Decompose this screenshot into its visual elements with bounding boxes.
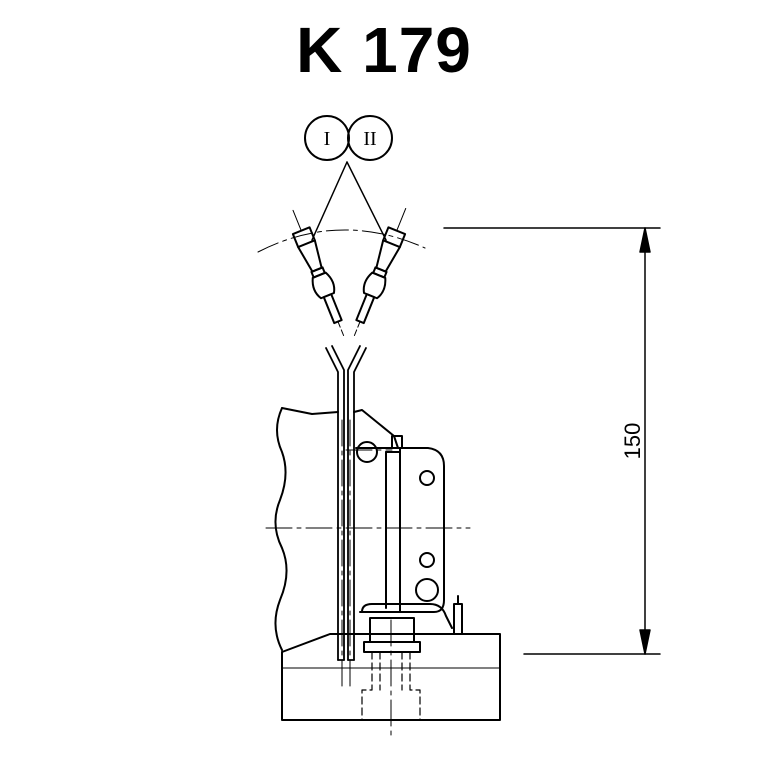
marker-circle-ii [347,115,393,161]
arrow-bottom [639,629,651,655]
mounting-bracket [355,435,445,613]
sensor-cables [325,345,367,661]
position-markers [304,115,393,161]
marker-label-i: I [324,128,331,150]
left-sensor-probe [291,209,345,338]
locating-pin [453,595,463,635]
arrow-top [639,227,651,253]
tip-arc [257,229,426,253]
t-slot [361,651,421,721]
dimension-value: 150 [620,423,645,460]
leader-lines [311,161,387,241]
drawing-title: K 179 [296,14,472,86]
dimension-150 [443,227,661,655]
centre-lines [265,419,471,737]
machine-body [274,407,399,651]
marker-label-ii: II [363,128,376,150]
right-sensor-probe [353,207,407,338]
